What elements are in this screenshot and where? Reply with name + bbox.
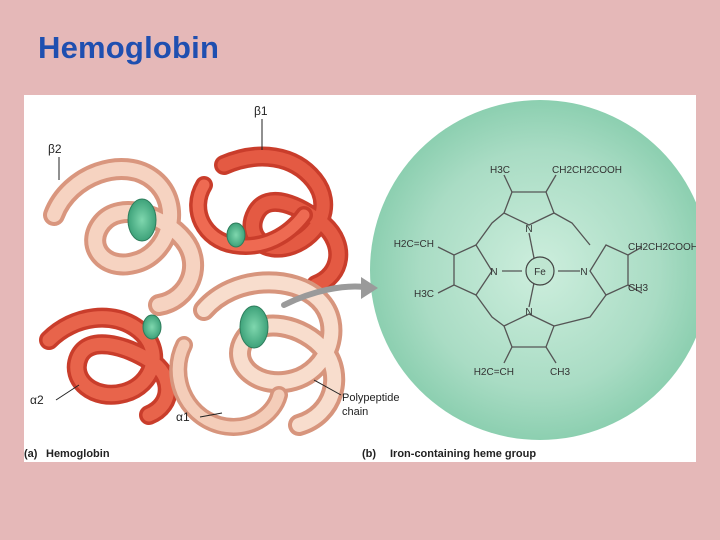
heme-disc-lower-left [142,314,162,340]
label-polypeptide-line2: chain [342,406,368,418]
nitrogen-right-label: N [580,267,587,278]
nitrogen-left-label: N [490,267,497,278]
hemoglobin-structure [39,146,378,436]
porphyrin-ring [437,174,643,364]
iron-atom-circle [525,256,555,286]
caption-b: Iron-containing heme group [390,448,536,460]
caption-a: Hemoglobin [46,448,110,460]
group-left-lower: H3C [414,289,434,300]
group-bottom-left: H2C=CH [474,367,514,378]
beta-chains [39,146,349,425]
heme-arrow [281,283,367,308]
label-polypeptide-line1: Polypeptide [342,392,400,404]
label-alpha-1: α1 [176,410,190,424]
caption-b-prefix: (b) [362,448,376,460]
nitrogen-top-label: N [525,224,532,235]
iron-label: Fe [534,267,546,278]
slide-title: Hemoglobin [38,30,220,65]
group-left: H2C=CH [394,239,434,250]
label-beta-1: β1 [254,104,268,118]
leader-lines [55,119,342,418]
group-top-right: CH2CH2COOH [552,165,622,176]
group-bottom-right: CH3 [550,367,570,378]
label-alpha-2: α2 [30,393,44,407]
alpha-chains [43,158,346,436]
heme-discs [127,198,269,349]
heme-arrow-head [361,277,378,299]
group-right: CH2CH2COOH [628,242,696,253]
heme-disc-lower-right [239,305,269,349]
caption-a-prefix: (a) [24,448,38,460]
heme-disc-upper-right [226,222,246,248]
group-top-left: H3C [490,165,510,176]
heme-disc-upper-left [127,198,157,242]
heme-panel: Fe N N N N H3C CH2CH2COOH H2C=CH H3C CH2… [370,100,696,440]
nitrogen-bottom-label: N [525,307,532,318]
hemoglobin-figure: Fe N N N N H3C CH2CH2COOH H2C=CH H3C CH2… [24,95,696,462]
group-right-lower: CH3 [628,283,648,294]
label-beta-2: β2 [48,142,62,156]
